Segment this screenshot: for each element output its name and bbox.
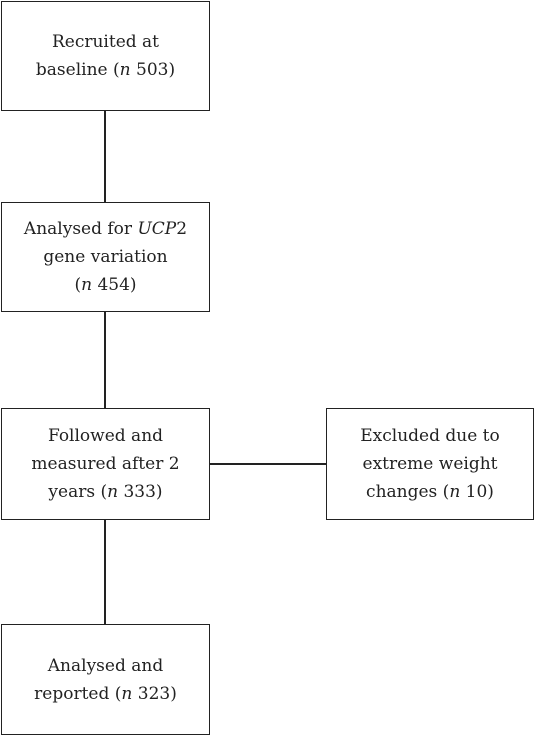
recruited-line2-suffix: 503) <box>130 60 176 80</box>
recruited-line2-prefix: baseline ( <box>35 60 120 80</box>
recruited-line1: Recruited at <box>51 32 160 52</box>
reported-line2-suffix: 323) <box>132 683 177 704</box>
excluded-line3-suffix: 10) <box>460 482 494 502</box>
followed-text: Followed and measured after 2 years (n 3… <box>31 422 179 506</box>
followed-line1: Followed and <box>47 426 164 446</box>
reported-line2-prefix: reported ( <box>34 683 122 704</box>
connector-analysed-followed <box>104 312 106 408</box>
excluded-line2: extreme weight <box>362 454 498 474</box>
analysed-line3-prefix: ( <box>74 275 82 295</box>
followed-line3-prefix: years ( <box>48 482 108 502</box>
excluded-line1: Excluded due to <box>360 426 500 446</box>
excluded-line3-prefix: changes ( <box>366 482 450 502</box>
connector-recruited-analysed <box>104 111 106 202</box>
analysed-line3-suffix: 454) <box>92 275 137 295</box>
excluded-text: Excluded due to extreme weight changes (… <box>360 422 500 506</box>
analysed-line2: gene variation <box>43 247 168 267</box>
analysed-line1-prefix: Analysed for <box>23 219 138 239</box>
reported-text: Analysed and reported (n 323) <box>34 652 177 708</box>
reported-line1: Analysed and <box>47 655 164 676</box>
recruited-n: n <box>119 60 131 80</box>
analysed-n: n <box>81 275 93 295</box>
followed-line2: measured after 2 <box>31 454 180 474</box>
followed-n: n <box>107 482 119 502</box>
recruited-box: Recruited at baseline (n 503) <box>1 1 210 111</box>
analysed-ucp2-text: Analysed for UCP2 gene variation (n 454) <box>24 215 187 299</box>
recruited-text: Recruited at baseline (n 503) <box>36 28 175 84</box>
analysed-ucp2-box: Analysed for UCP2 gene variation (n 454) <box>1 202 210 312</box>
reported-n: n <box>121 683 133 704</box>
excluded-box: Excluded due to extreme weight changes (… <box>326 408 534 520</box>
followed-box: Followed and measured after 2 years (n 3… <box>1 408 210 520</box>
connector-followed-excluded <box>210 463 326 465</box>
analysed-gene: UCP <box>137 219 177 239</box>
connector-followed-reported <box>104 520 106 624</box>
followed-line3-suffix: 333) <box>118 482 163 502</box>
analysed-line1-suffix: 2 <box>176 219 188 239</box>
excluded-n: n <box>449 482 461 502</box>
reported-box: Analysed and reported (n 323) <box>1 624 210 735</box>
